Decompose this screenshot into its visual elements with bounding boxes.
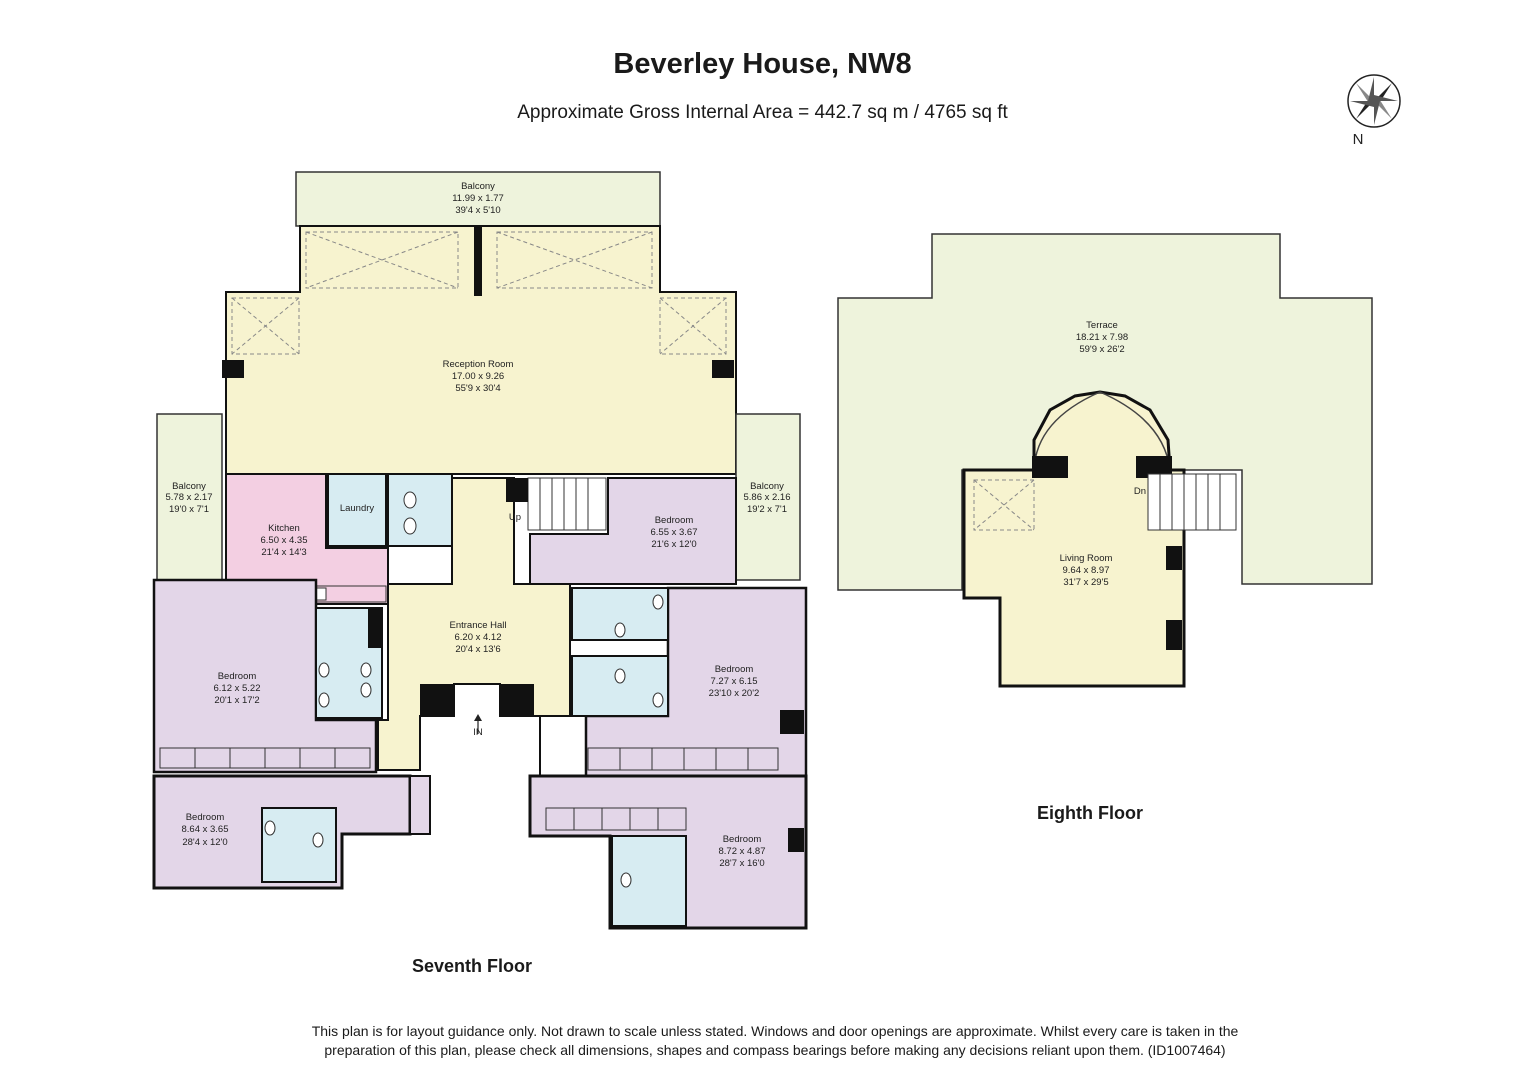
bedroom-1-area — [529, 477, 737, 585]
bedroom-2-name: Bedroom — [218, 671, 257, 682]
terrace-metric: 18.21 x 7.98 — [1076, 332, 1128, 343]
reception-imperial: 55'9 x 30'4 — [455, 383, 500, 394]
kitchen-name: Kitchen — [268, 523, 300, 534]
bedroom-1-imperial: 21'6 x 12'0 — [651, 539, 696, 550]
ensuite-bottom-left-area — [261, 807, 337, 883]
wc-area — [387, 473, 453, 547]
balcony-left-name: Balcony — [172, 481, 206, 492]
bedroom-5-name: Bedroom — [723, 834, 762, 845]
laundry-name: Laundry — [340, 503, 375, 514]
entrance-hall-metric: 6.20 x 4.12 — [454, 632, 501, 643]
disclaimer-line-1: This plan is for layout guidance only. N… — [311, 1023, 1239, 1039]
bedroom-2-metric: 6.12 x 5.22 — [213, 683, 260, 694]
bedroom-4-imperial: 28'4 x 12'0 — [182, 837, 227, 848]
entrance-hall-name: Entrance Hall — [449, 620, 506, 631]
laundry-area — [327, 473, 387, 547]
bedroom-2-imperial: 20'1 x 17'2 — [214, 695, 259, 706]
bedroom-3-imperial: 23'10 x 20'2 — [709, 688, 760, 699]
balcony-left-area — [156, 413, 223, 581]
kitchen-metric: 6.50 x 4.35 — [260, 535, 307, 546]
reception-metric: 17.00 x 9.26 — [452, 371, 504, 382]
compass-icon — [1347, 74, 1401, 128]
balcony-top-imperial: 39'4 x 5'10 — [455, 205, 500, 216]
balcony-top-metric: 11.99 x 1.77 — [452, 193, 504, 204]
balcony-top-name: Balcony — [461, 181, 495, 192]
entrance-in-marker: IN — [473, 727, 483, 738]
bedroom-4-metric: 8.64 x 3.65 — [181, 824, 228, 835]
balcony-right-area — [735, 413, 801, 581]
ensuite-right-2-area — [571, 655, 669, 717]
terrace-name: Terrace — [1086, 320, 1118, 331]
kitchen-imperial: 21'4 x 14'3 — [261, 547, 306, 558]
balcony-right-imperial: 19'2 x 7'1 — [747, 504, 787, 515]
living-room-name: Living Room — [1060, 553, 1113, 564]
entrance-hall-imperial: 20'4 x 13'6 — [455, 644, 500, 655]
living-room-imperial: 31'7 x 29'5 — [1063, 577, 1108, 588]
disclaimer: This plan is for layout guidance only. N… — [250, 1022, 1300, 1060]
bedroom-4-name: Bedroom — [186, 812, 225, 823]
bedroom-1-metric: 6.55 x 3.67 — [650, 527, 697, 538]
disclaimer-line-2: preparation of this plan, please check a… — [324, 1042, 1226, 1058]
stairs-up-marker: Up — [509, 512, 521, 523]
stairs-seventh — [527, 477, 607, 531]
reception-name: Reception Room — [443, 359, 514, 370]
compass-north-label: N — [1353, 131, 1364, 148]
bedroom-5-imperial: 28'7 x 16'0 — [719, 858, 764, 869]
seventh-floor-label: Seventh Floor — [412, 956, 533, 976]
bedroom-1-name: Bedroom — [655, 515, 694, 526]
stairs-down-marker: Dn — [1134, 486, 1146, 497]
area-subtitle: Approximate Gross Internal Area = 442.7 … — [517, 102, 1008, 123]
bedroom-5-metric: 8.72 x 4.87 — [718, 846, 765, 857]
bedroom-3-name: Bedroom — [715, 664, 754, 675]
bedroom-2-area — [152, 578, 378, 774]
balcony-left-metric: 5.78 x 2.17 — [165, 492, 212, 503]
eighth-floor-label: Eighth Floor — [1037, 803, 1143, 823]
page-title: Beverley House, NW8 — [613, 48, 912, 80]
living-room-metric: 9.64 x 8.97 — [1062, 565, 1109, 576]
bedroom-3-metric: 7.27 x 6.15 — [710, 676, 757, 687]
eighth-floor-plan: Terrace 18.21 x 7.98 59'9 x 26'2 Dn Livi… — [837, 233, 1373, 688]
balcony-left-imperial: 19'0 x 7'1 — [169, 504, 209, 515]
stairs-eighth — [1147, 473, 1237, 531]
seventh-floor-plan: Balcony 11.99 x 1.77 39'4 x 5'10 Recepti… — [152, 171, 808, 930]
balcony-top-area — [295, 171, 661, 227]
balcony-right-metric: 5.86 x 2.16 — [743, 492, 790, 503]
balcony-right-name: Balcony — [750, 481, 784, 492]
terrace-imperial: 59'9 x 26'2 — [1079, 344, 1124, 355]
